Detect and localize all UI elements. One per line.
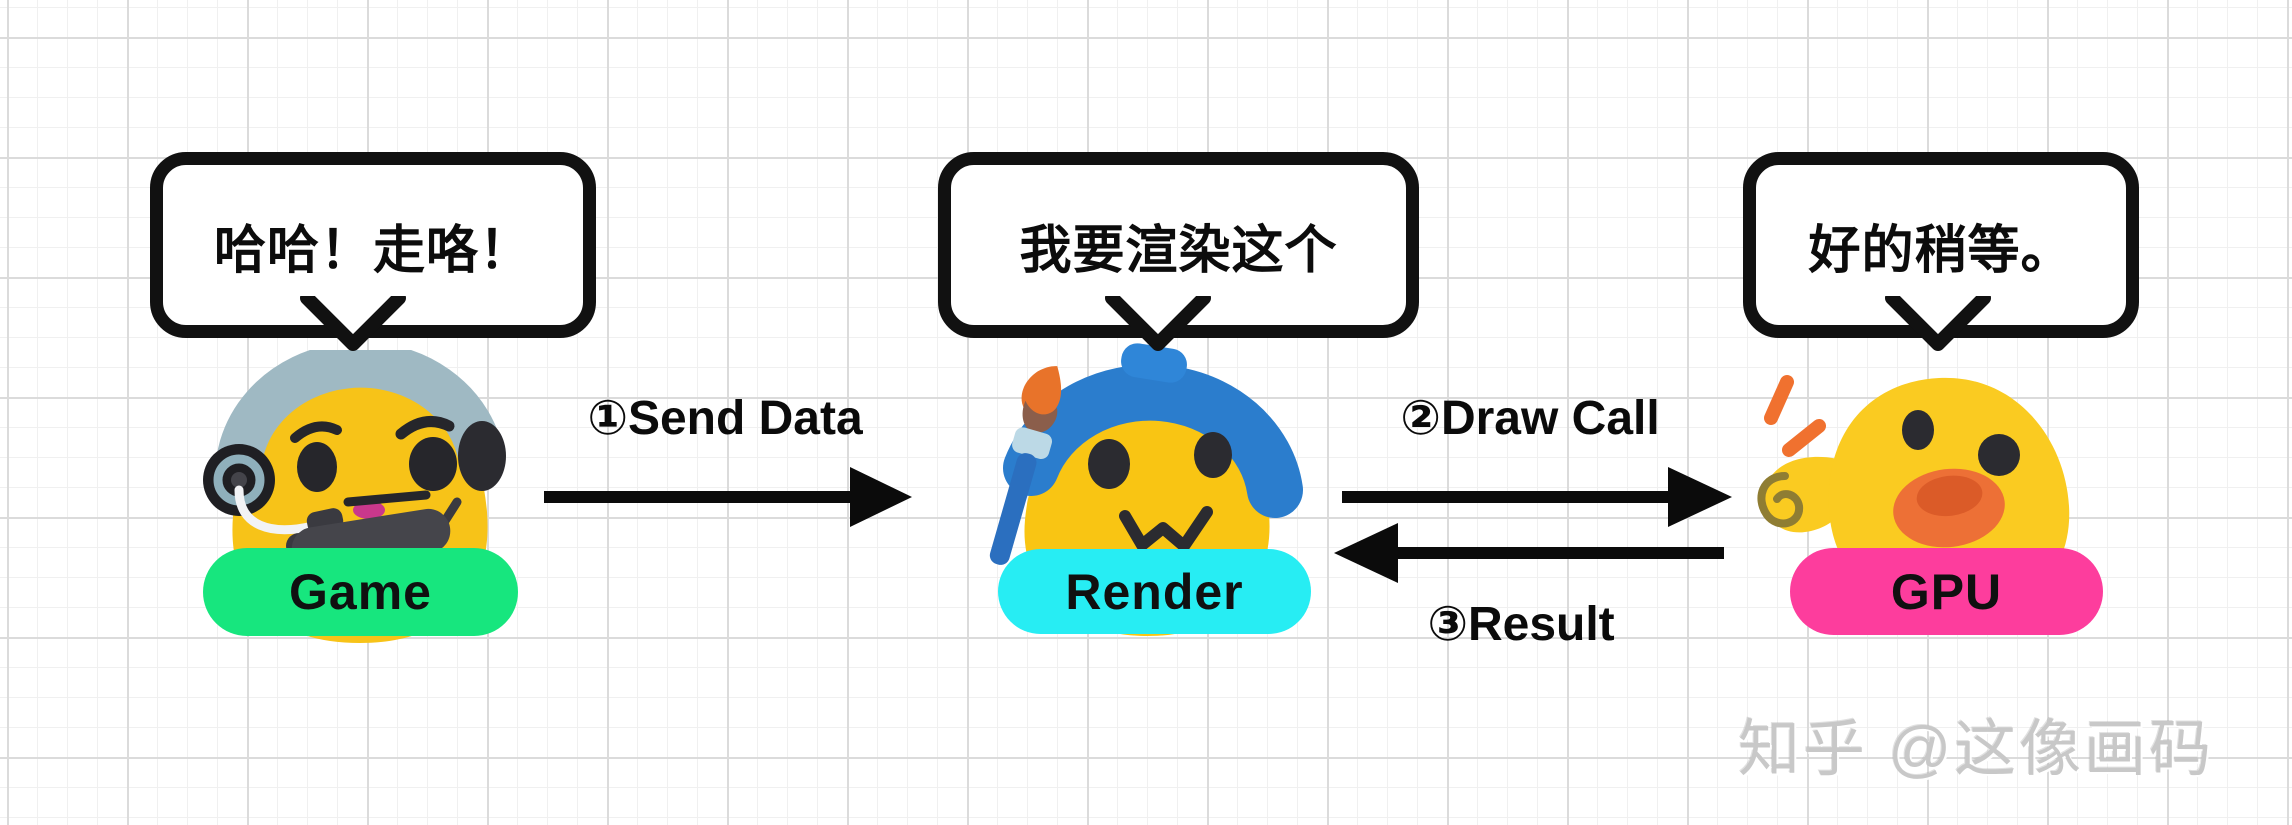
right-eyebrow <box>395 416 455 440</box>
left-eyebrow <box>290 421 342 443</box>
arrow-label-draw-call: ②Draw Call <box>1400 392 1660 445</box>
open-mouth-icon <box>1893 468 2005 548</box>
speech-bubble-game-tail-icon <box>300 296 406 351</box>
w-mouth <box>1119 506 1213 552</box>
headset-right-earcup-icon <box>458 421 506 491</box>
arrow-label-send-data: ①Send Data <box>587 392 863 445</box>
mouth <box>343 490 431 507</box>
headset-band-icon <box>215 350 505 511</box>
arrow-send-data-icon <box>544 467 912 527</box>
render-label-pill: Render <box>998 549 1311 634</box>
arrow-result-icon <box>1334 523 1724 583</box>
speech-bubble-render-text: 我要渲染这个 <box>1019 221 1338 280</box>
speech-bubble-gpu-text: 好的稍等。 <box>1808 221 2074 280</box>
watermark-text: 知乎 @这像画码 <box>1738 715 2215 784</box>
beret-icon <box>1003 364 1303 518</box>
left-eye <box>1088 439 1130 489</box>
speech-bubble-gpu-tail-icon <box>1885 296 1991 351</box>
gpu-label: GPU <box>1890 563 2003 620</box>
brush-bristles-flame <box>1021 366 1062 417</box>
beret-knob-icon <box>1121 343 1187 383</box>
excitement-dash-1 <box>1764 375 1794 425</box>
game-label: Game <box>289 564 432 620</box>
speech-bubble-game-text: 哈哈！走咯！ <box>213 221 532 280</box>
right-eye <box>1194 432 1232 478</box>
right-eye <box>1978 434 2020 476</box>
render-label: Render <box>1065 563 1244 620</box>
tongue <box>353 501 385 519</box>
left-eye <box>1902 410 1934 450</box>
gpu-label-pill: GPU <box>1790 548 2103 635</box>
mouth-inner <box>1916 475 1983 517</box>
earcup-center <box>231 472 247 488</box>
arrow-draw-call-icon <box>1342 467 1732 527</box>
brush-bristles-base <box>1022 400 1058 433</box>
excitement-dash-2 <box>1782 419 1826 457</box>
brush-ferrule <box>1012 427 1052 460</box>
mic-boom-icon <box>234 485 318 535</box>
brush-handle <box>989 453 1037 565</box>
arrow-label-result: ③Result <box>1427 598 1615 651</box>
game-label-pill: Game <box>203 548 518 636</box>
arm-curl-spiral <box>1757 472 1803 528</box>
paintbrush-icon <box>989 366 1062 565</box>
right-eye <box>409 437 457 491</box>
left-eye <box>297 442 337 492</box>
speech-bubble-render-tail-icon <box>1105 296 1211 351</box>
